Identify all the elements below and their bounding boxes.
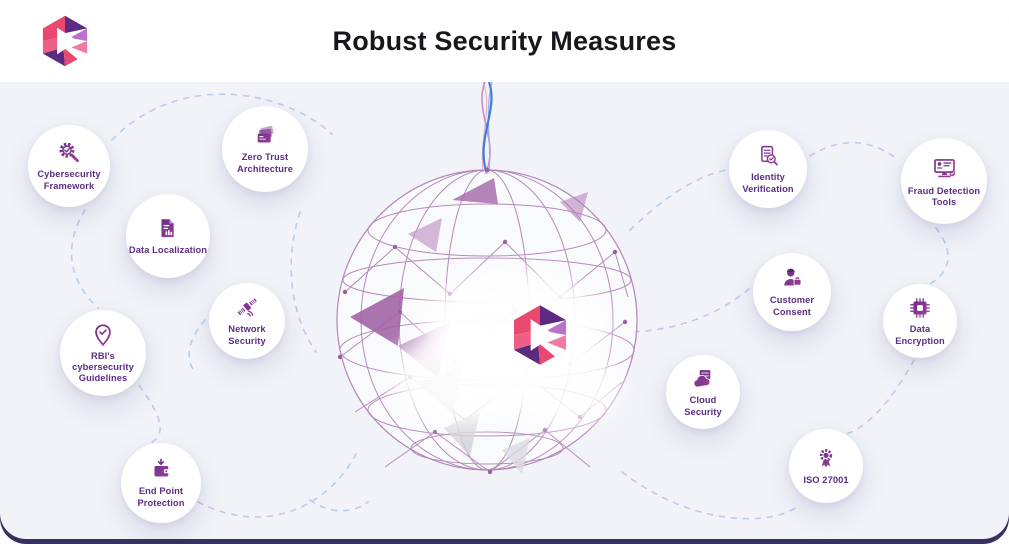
diagram-canvas: Cybersecurity Framework Data Localizatio… (0, 82, 1009, 539)
gear-check-magnifier-icon (59, 143, 79, 163)
node-label: Data Encryption (895, 324, 945, 346)
node-cybersecurity-framework: Cybersecurity Framework (28, 125, 110, 207)
node-label: Network Security (228, 324, 266, 346)
medal-ribbon-icon (819, 449, 833, 468)
node-zero-trust-architecture: Zero Trust Architecture (222, 106, 308, 192)
stacked-cards-icon (257, 126, 274, 143)
header: Robust Security Measures (0, 0, 1009, 82)
node-label: RBI's cybersecurity Guidelines (72, 350, 134, 384)
node-fraud-detection-tools: Fraud Detection Tools (901, 138, 987, 224)
sphere-vertices (337, 167, 628, 475)
person-briefcase-icon (784, 268, 802, 286)
monitor-id-icon (933, 158, 955, 178)
node-label: Zero Trust Architecture (237, 152, 293, 174)
node-data-localization: Data Localization (126, 194, 210, 278)
node-label: Data Localization (128, 244, 208, 255)
node-network-security: Network Security (209, 283, 285, 359)
hanging-strings (481, 82, 493, 175)
node-label: Identity Verification (742, 172, 794, 194)
wallet-arrow-icon (154, 458, 170, 477)
satellite-icon (237, 298, 257, 318)
node-label: Fraud Detection Tools (907, 185, 981, 207)
cloud-server-icon (693, 370, 711, 388)
node-customer-consent: Customer Consent (753, 253, 831, 331)
node-label: ISO 27001 (803, 474, 849, 485)
node-data-encryption: Data Encryption (883, 284, 957, 358)
sphere-cloud (392, 272, 620, 427)
chip-icon (910, 298, 930, 319)
node-label: Customer Consent (769, 295, 815, 317)
node-label: Cloud Security (684, 395, 722, 417)
geodesic-sphere (336, 167, 638, 475)
document-chart-icon (161, 219, 174, 238)
node-iso-27001: ISO 27001 (789, 429, 863, 503)
page-title: Robust Security Measures (332, 26, 677, 56)
center-brand-logo-icon (513, 305, 567, 365)
node-identity-verification: Identity Verification (729, 130, 807, 208)
node-label: End Point Protection (137, 486, 185, 508)
document-verify-icon (761, 146, 778, 166)
node-label: Cybersecurity Framework (37, 169, 101, 191)
node-cloud-security: Cloud Security (666, 355, 740, 429)
pin-check-icon (95, 324, 111, 346)
sphere-facets (350, 178, 588, 474)
node-end-point-protection: End Point Protection (121, 443, 201, 523)
node-rbi-cybersecurity-guidelines: RBI's cybersecurity Guidelines (60, 310, 146, 396)
